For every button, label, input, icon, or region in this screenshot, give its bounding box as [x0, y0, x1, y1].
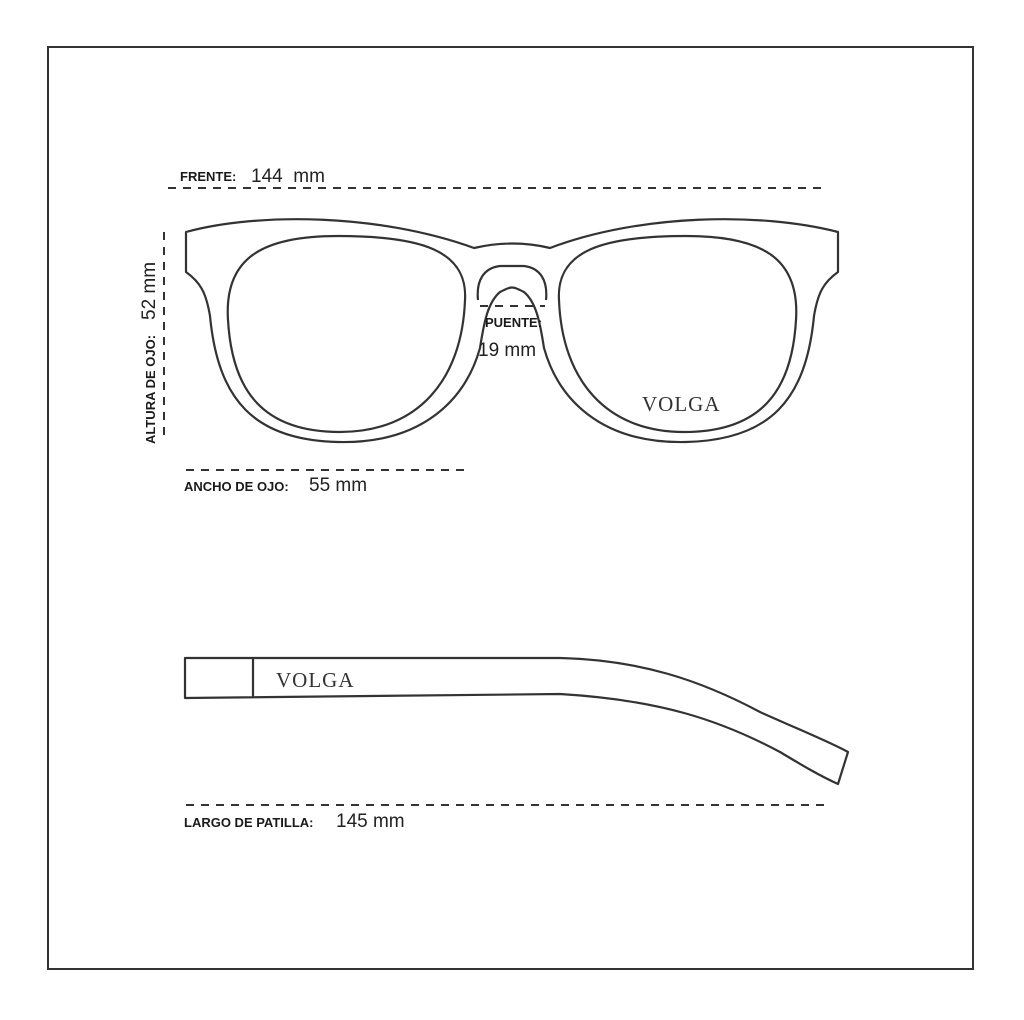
- largo-label: LARGO DE PATILLA:: [184, 815, 314, 830]
- puente-label: PUENTE:: [485, 315, 542, 330]
- ancho-label: ANCHO DE OJO:: [184, 479, 289, 494]
- ancho-value: 55 mm: [309, 475, 367, 496]
- temple-brand-logo: VOLGA: [276, 668, 355, 692]
- temple-side-view: VOLGA: [183, 656, 850, 786]
- right-lens: [557, 234, 798, 434]
- front-brand-logo: VOLGA: [642, 392, 721, 416]
- frame-outline: [184, 218, 840, 444]
- altura-value: 52 mm: [139, 262, 160, 320]
- frente-label: FRENTE:: [180, 169, 236, 184]
- diagram-border: [47, 46, 974, 970]
- puente-value: 19 mm: [478, 340, 536, 361]
- bridge-inner: [476, 264, 548, 301]
- glasses-front-view: VOLGA: [184, 218, 840, 444]
- left-lens: [226, 234, 467, 434]
- frente-value: 144 mm: [251, 166, 325, 187]
- altura-label: ALTURA DE OJO:: [143, 335, 158, 444]
- largo-value: 145 mm: [336, 811, 405, 832]
- temple-outline: [183, 656, 850, 786]
